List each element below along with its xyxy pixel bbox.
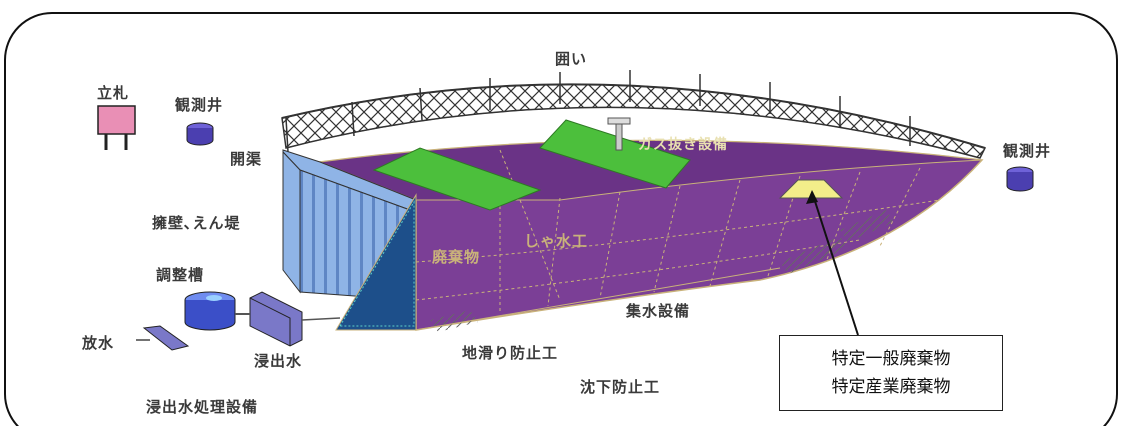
callout-line-2: 特定産業廃棄物: [831, 377, 951, 397]
label-fence: 囲い: [555, 50, 588, 68]
adjustment-tank: [184, 291, 236, 331]
monitoring-well-left: [186, 122, 214, 146]
cover-patch-right: [539, 119, 691, 189]
callout-pointer: [811, 191, 859, 336]
label-gas-vent: ガス抜き設備: [638, 137, 728, 153]
label-discharge: 放水: [82, 334, 115, 352]
label-landslide-prevention: 地滑り防止工: [462, 344, 559, 362]
discharge-plate: [142, 325, 190, 351]
dam-front: [335, 193, 417, 331]
label-leachate: 浸出水: [254, 352, 303, 370]
callout-line-1: 特定一般廃棄物: [831, 349, 951, 369]
label-signboard: 立札: [97, 84, 130, 102]
specified-waste-marker: [778, 179, 844, 199]
cover-patch-left: [372, 147, 542, 211]
label-liner: しゃ水工: [524, 232, 589, 250]
specified-waste-callout: 特定一般廃棄物 特定産業廃棄物: [779, 335, 1003, 411]
label-retaining-wall: 擁壁､えん堤: [152, 214, 241, 232]
label-open-area: 開渠: [230, 150, 263, 168]
label-collection: 集水設備: [626, 302, 691, 320]
label-leachate-treatment: 浸出水処理設備: [146, 398, 259, 416]
ground-hatching: [430, 210, 894, 332]
label-adjustment-tank: 調整槽: [156, 266, 205, 284]
monitoring-well-right: [1006, 166, 1034, 192]
label-waste: 廃棄物: [432, 248, 481, 266]
rounded-frame: [4, 12, 1118, 426]
leachate-box: [249, 291, 303, 347]
label-monitoring-well-right: 観測井: [1003, 142, 1052, 160]
gas-vent-pipe: [615, 121, 623, 151]
label-subsidence-prevention: 沈下防止工: [580, 378, 661, 396]
label-monitoring-well-left: 観測井: [175, 96, 224, 114]
signboard: [97, 105, 136, 135]
